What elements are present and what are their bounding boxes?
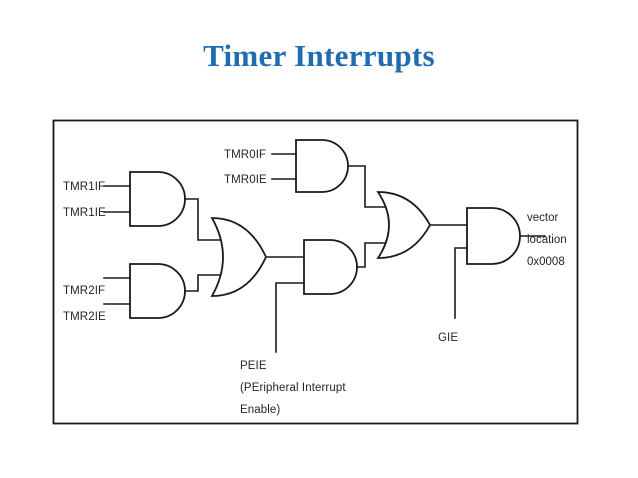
label-peie: PEIE: [240, 360, 267, 372]
page-title: Timer Interrupts: [203, 38, 435, 73]
wire-and-peie-to-or2: [356, 242, 391, 268]
or-gate-peripheral: [210, 217, 267, 297]
diagram-border: [52, 119, 579, 425]
wire-and-tmr1-to-or: [184, 198, 225, 241]
label-peie-expansion-1: (PEripheral Interrupt: [240, 382, 346, 394]
label-tmr1if: TMR1IF: [63, 181, 105, 193]
wire-peie-in: [275, 282, 305, 353]
and-gate-tmr1: [129, 171, 186, 227]
or-gate-global: [376, 191, 432, 259]
wire-gie-in: [454, 247, 468, 319]
label-gie: GIE: [438, 332, 458, 344]
label-vector-line2: location: [527, 234, 567, 246]
and-gate-peie: [303, 239, 358, 295]
label-tmr0ie: TMR0IE: [224, 174, 267, 186]
and-gate-tmr0: [295, 139, 349, 193]
wire-and-tmr2-to-or: [184, 274, 225, 292]
label-tmr0if: TMR0IF: [224, 149, 266, 161]
label-vector-line3: 0x0008: [527, 256, 565, 268]
wire-and-tmr0-to-or2: [347, 165, 391, 208]
label-peie-expansion-2: Enable): [240, 404, 280, 416]
label-vector-line1: vector: [527, 212, 558, 224]
label-tmr1ie: TMR1IE: [63, 207, 106, 219]
and-gate-gie: [466, 207, 521, 265]
label-tmr2if: TMR2IF: [63, 285, 105, 297]
and-gate-tmr2: [129, 263, 186, 319]
label-tmr2ie: TMR2IE: [63, 311, 106, 323]
